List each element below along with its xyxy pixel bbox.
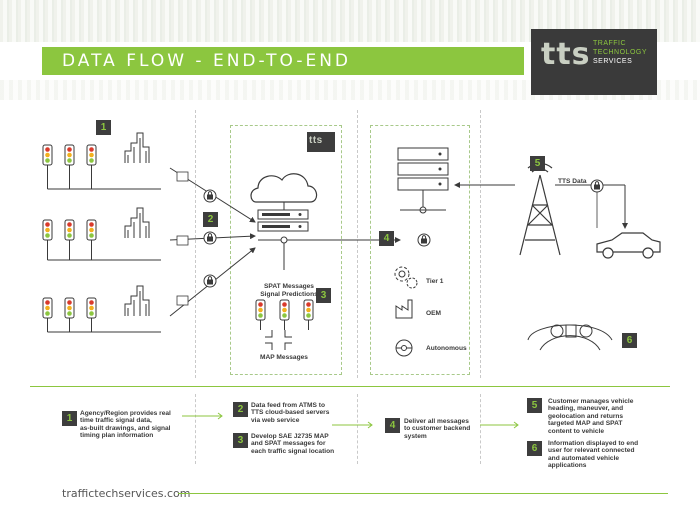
intersection-map-icon bbox=[265, 330, 292, 350]
agency-group-1 bbox=[42, 132, 161, 190]
title-banner: DATA FLOW - END-TO-END bbox=[42, 47, 524, 75]
legend-step-6-line: user for relevant connected bbox=[548, 447, 635, 455]
legend-step-6-line: and automated vehicle bbox=[548, 454, 620, 462]
legend-step-5-number: 5 bbox=[527, 398, 542, 413]
legend-step-1-line: timing plan information bbox=[80, 432, 154, 440]
legend-divider-3 bbox=[480, 394, 481, 464]
spat-label-line-1: SPAT Messages bbox=[264, 283, 314, 290]
legend-step-6-number: 6 bbox=[527, 441, 542, 456]
header-texture-lower bbox=[0, 80, 700, 100]
legend-step-1-line: time traffic signal data, bbox=[80, 417, 152, 425]
legend-step-4-text: Deliver all messages to customer backend… bbox=[404, 418, 480, 440]
legend-step-3-text: Develop SAE J2735 MAP and SPAT messages … bbox=[251, 433, 351, 455]
legend-step-5-text: Customer manages vehicle heading, maneuv… bbox=[548, 398, 660, 435]
legend-step-4-line: Deliver all messages bbox=[404, 418, 469, 425]
legend-step-4-number: 4 bbox=[385, 418, 400, 433]
legend-step-4-line: to customer backend bbox=[404, 425, 471, 433]
footer-url[interactable]: traffictechservices.com bbox=[62, 487, 191, 500]
diagram-step-2: 2 bbox=[203, 212, 218, 227]
legend-step-4-line: system bbox=[404, 432, 427, 440]
gear-icon bbox=[394, 266, 418, 289]
agency-group-3 bbox=[42, 285, 161, 333]
legend-divider bbox=[30, 386, 670, 387]
legend-divider-1 bbox=[195, 394, 196, 464]
agency-group-2 bbox=[42, 207, 161, 261]
tts-data-label: TTS Data bbox=[558, 178, 587, 185]
legend-step-2-number: 2 bbox=[233, 402, 248, 417]
diagram-step-4: 4 bbox=[379, 231, 394, 246]
legend-divider-2 bbox=[357, 394, 358, 464]
backend-server-stack bbox=[397, 147, 449, 214]
diagram-step-6: 6 bbox=[622, 333, 637, 348]
factory-icon bbox=[395, 299, 413, 319]
legend-step-6-line: applications bbox=[548, 462, 587, 470]
logo-line-2: TECHNOLOGY bbox=[593, 49, 648, 56]
footer-rule bbox=[178, 493, 668, 494]
diagram-step-5: 5 bbox=[530, 156, 545, 171]
legend-step-3-line: Develop SAE J2735 MAP bbox=[251, 433, 329, 440]
column-divider-2 bbox=[357, 110, 358, 378]
steering-wheel-icon bbox=[395, 339, 413, 357]
logo-wordmark: TRAFFIC TECHNOLOGY SERVICES bbox=[593, 39, 657, 66]
legend-step-3-line: each traffic signal location bbox=[251, 447, 335, 455]
diagram-step-3: 3 bbox=[316, 288, 331, 303]
legend-step-1-number: 1 bbox=[62, 411, 77, 426]
legend-step-5-line: content to vehicle bbox=[548, 427, 605, 435]
oem-label: OEM bbox=[426, 310, 442, 317]
page-title: DATA FLOW - END-TO-END bbox=[62, 51, 352, 71]
legend-step-5-line: heading, maneuver, and bbox=[548, 405, 624, 413]
legend-step-1-line: as-built drawings, and signal bbox=[80, 424, 171, 432]
legend-step-2-line: via web service bbox=[251, 416, 300, 424]
legend-step-1-text: Agency/Region provides real time traffic… bbox=[80, 410, 190, 440]
logo-line-1: TRAFFIC bbox=[593, 40, 627, 47]
spat-label-line-2: Signal Predictions bbox=[260, 291, 318, 298]
legend-step-3-line: and SPAT messages for bbox=[251, 440, 326, 448]
dashboard-icon bbox=[527, 324, 613, 351]
customer-backend-zone bbox=[370, 125, 470, 375]
legend-step-5-line: targeted MAP and SPAT bbox=[548, 420, 623, 428]
logo-line-3: SERVICES bbox=[593, 58, 633, 65]
legend-step-2-text: Data feed from ATMS to TTS cloud-based s… bbox=[251, 402, 351, 424]
feed-device-icons bbox=[176, 171, 189, 306]
legend-step-5-line: geolocation and returns bbox=[548, 412, 624, 420]
legend-step-6-line: Information displayed to end bbox=[548, 440, 639, 447]
map-messages-label: MAP Messages bbox=[260, 354, 308, 361]
legend-step-1-line: Agency/Region provides real bbox=[80, 410, 171, 417]
diagram-step-1: 1 bbox=[96, 120, 111, 135]
legend-step-2-line: Data feed from ATMS to bbox=[251, 402, 325, 409]
column-divider-1 bbox=[195, 110, 196, 378]
legend-step-5-line: Customer manages vehicle bbox=[548, 398, 634, 405]
cloud-icon bbox=[250, 173, 318, 203]
car-icon bbox=[596, 232, 661, 259]
autonomous-label: Autonomous bbox=[426, 345, 467, 352]
column-divider-3 bbox=[480, 110, 481, 378]
logo-mark: tts bbox=[541, 37, 591, 72]
tts-logo: tts TRAFFIC TECHNOLOGY SERVICES bbox=[531, 29, 657, 95]
tts-mark-box bbox=[307, 132, 335, 152]
tier1-label: Tier 1 bbox=[426, 278, 444, 285]
legend-step-3-number: 3 bbox=[233, 433, 248, 448]
cloud-zone bbox=[230, 125, 342, 375]
legend-step-2-line: TTS cloud-based servers bbox=[251, 409, 330, 417]
cloud-tts-mark: tts bbox=[309, 135, 323, 146]
legend-step-6-text: Information displayed to end user for re… bbox=[548, 440, 660, 470]
